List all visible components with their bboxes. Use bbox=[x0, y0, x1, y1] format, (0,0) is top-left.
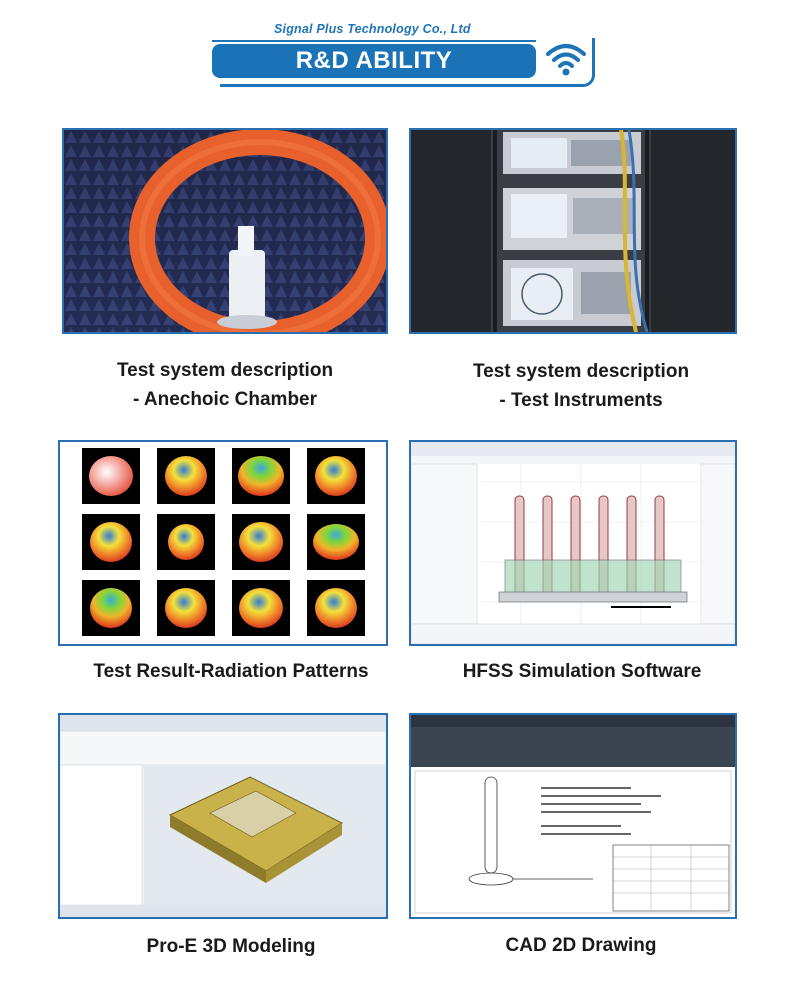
caption-line1: Pro-E 3D Modeling bbox=[146, 936, 316, 957]
test-instruments-caption: Test system description - Test Instrumen… bbox=[409, 357, 753, 415]
test-instruments-photo bbox=[409, 128, 737, 334]
wifi-icon bbox=[542, 38, 590, 80]
caption-line1: CAD 2D Drawing bbox=[505, 935, 657, 956]
hfss-simulation-caption: HFSS Simulation Software bbox=[409, 657, 755, 686]
proe-modeling-screenshot bbox=[58, 713, 388, 919]
cad-drawing-caption: CAD 2D Drawing bbox=[409, 931, 753, 960]
company-name: Signal Plus Technology Co., Ltd bbox=[274, 22, 471, 36]
proe-modeling-caption: Pro-E 3D Modeling bbox=[58, 932, 404, 961]
radiation-patterns-image bbox=[58, 440, 388, 646]
caption-line1: Test system description bbox=[116, 360, 334, 381]
caption-line1: HFSS Simulation Software bbox=[462, 661, 702, 682]
anechoic-chamber-caption: Test system description - Anechoic Chamb… bbox=[62, 356, 388, 414]
anechoic-chamber-photo bbox=[62, 128, 388, 334]
banner-bracket bbox=[220, 38, 595, 87]
caption-line1: Test Result-Radiation Patterns bbox=[93, 661, 369, 682]
hfss-simulation-screenshot bbox=[409, 440, 737, 646]
radiation-patterns-caption: Test Result-Radiation Patterns bbox=[58, 657, 404, 686]
page-title: R&D ABILITY bbox=[295, 47, 453, 74]
caption-line1: Test system description bbox=[472, 361, 690, 382]
header-banner: Signal Plus Technology Co., Ltd R&D ABIL… bbox=[212, 18, 595, 90]
caption-line2: - Test Instruments bbox=[499, 390, 663, 411]
cad-drawing-screenshot bbox=[409, 713, 737, 919]
caption-line2: - Anechoic Chamber bbox=[132, 389, 318, 410]
title-pill: R&D ABILITY bbox=[212, 44, 536, 78]
company-underline bbox=[212, 40, 536, 42]
